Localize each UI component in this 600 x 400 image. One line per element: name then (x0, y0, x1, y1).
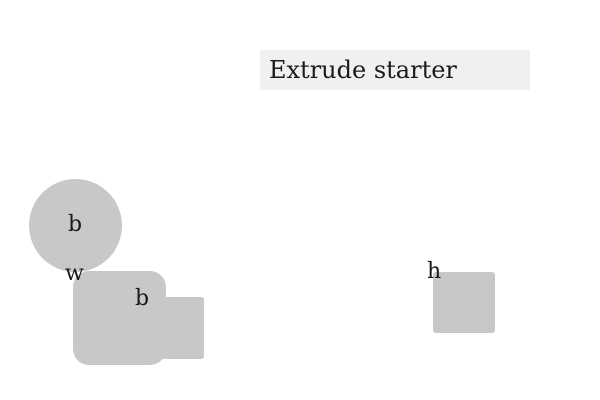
rounded-rect-shape-label: b (135, 286, 150, 311)
square-shape-label: h (427, 259, 442, 284)
page-title: Extrude starter (260, 50, 530, 90)
shape-group-label: w (65, 261, 84, 286)
square-shape[interactable] (433, 272, 495, 333)
circle-shape[interactable] (29, 179, 122, 272)
circle-shape-label: b (68, 212, 83, 237)
rounded-rect-front-shape[interactable] (73, 271, 166, 365)
